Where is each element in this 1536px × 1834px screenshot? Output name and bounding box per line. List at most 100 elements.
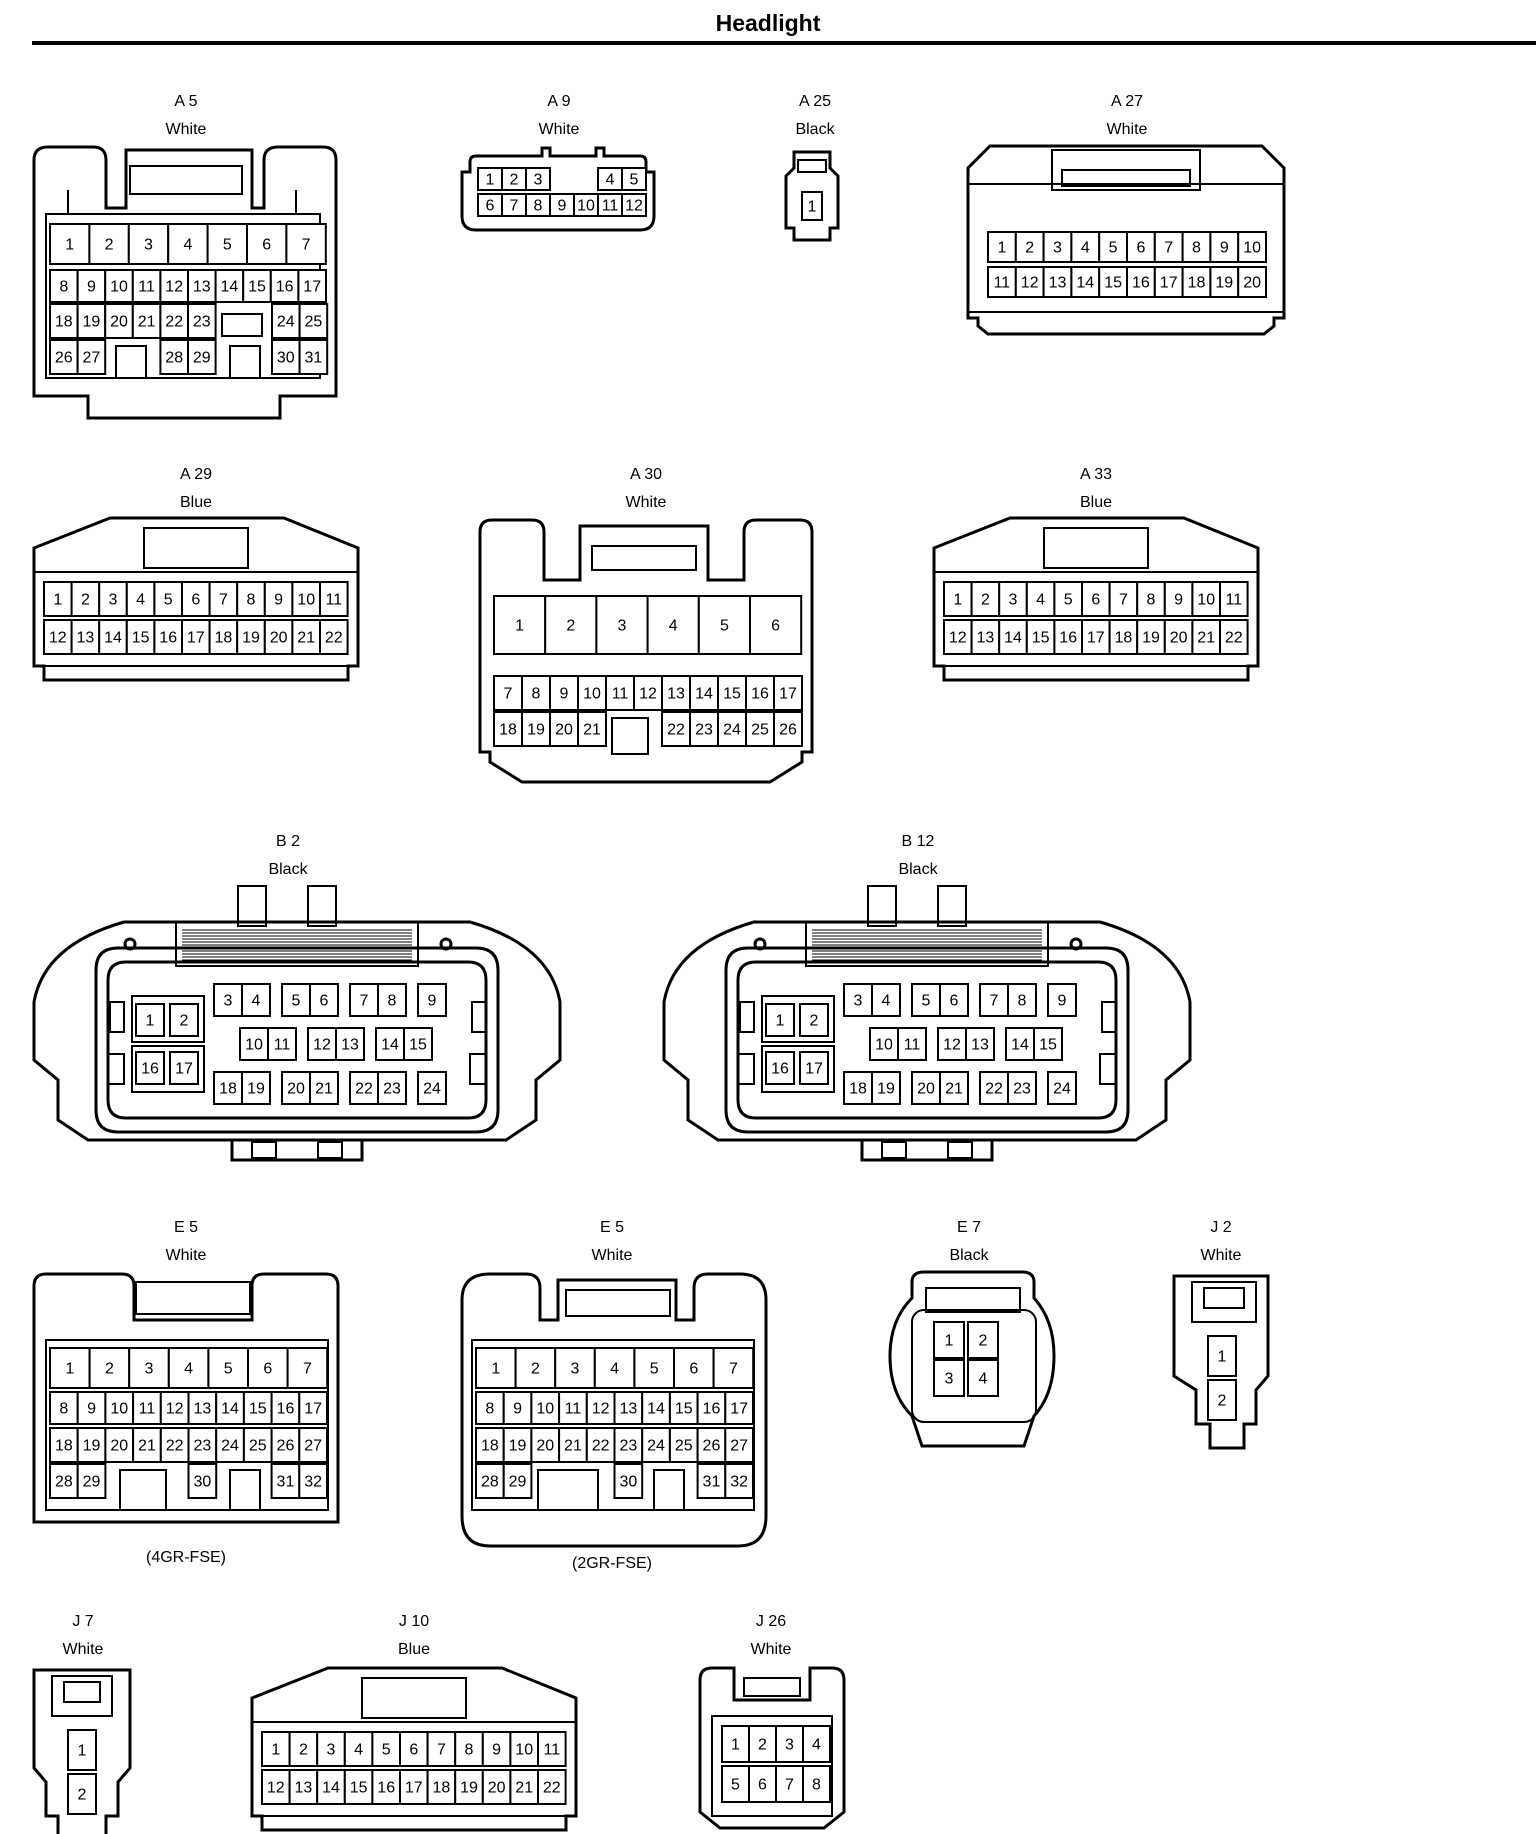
pin-number: 5: [382, 1742, 391, 1759]
pin-number: 4: [606, 172, 615, 189]
pin-number: 22: [166, 1438, 184, 1455]
pin-number: 5: [650, 1361, 659, 1378]
pin-number: 19: [247, 1081, 265, 1098]
pin-number: 32: [304, 1474, 322, 1491]
pin-number: 2: [566, 618, 575, 635]
pin-number: 11: [904, 1037, 921, 1054]
pin-cell: [558, 1391, 588, 1425]
pin-number: 23: [619, 1438, 637, 1455]
pin-number: 14: [104, 630, 122, 647]
pin-cell: [263, 581, 294, 617]
connector-color: White: [1106, 121, 1148, 138]
pin-number: 12: [592, 1401, 610, 1418]
pin-cell: [159, 1391, 190, 1425]
pin-cell: [309, 983, 339, 1017]
pin-number: 3: [571, 1361, 580, 1378]
pin-cell: [1042, 266, 1073, 298]
pin-number: 9: [1174, 592, 1183, 609]
pin-cell: [169, 1051, 199, 1085]
pin-number: 18: [499, 722, 517, 739]
pin-number: 18: [433, 1780, 451, 1797]
pin-number: 16: [377, 1780, 395, 1797]
pin-number: 30: [619, 1474, 637, 1491]
pin-number: 17: [805, 1061, 823, 1078]
connector-code: J 10: [398, 1613, 430, 1630]
pin-number: 11: [274, 1037, 291, 1054]
pin-number: 10: [536, 1401, 554, 1418]
pin-number: 3: [144, 237, 153, 254]
pin-number: 21: [515, 1780, 533, 1797]
pin-number: 22: [325, 630, 343, 647]
pin-number: 10: [577, 198, 595, 215]
pin-cell: [104, 269, 134, 303]
pin-cell: [1025, 619, 1056, 655]
pin-number: 9: [513, 1401, 522, 1418]
pin-cell: [76, 1463, 107, 1499]
pin-cell: [1005, 1027, 1035, 1061]
pin-cell: [49, 1463, 79, 1499]
pin-cell: [242, 1391, 273, 1425]
pin-cell: [267, 1027, 297, 1061]
pin-cell: [712, 1347, 755, 1389]
pin-number: 17: [303, 279, 321, 296]
pin-number: 7: [729, 1361, 738, 1378]
pin-number: 17: [730, 1401, 748, 1418]
j2-pins: 12: [1207, 1335, 1237, 1421]
pin-cell: [1047, 1071, 1077, 1105]
pin-cell: [343, 1769, 374, 1805]
pin-number: 3: [327, 1742, 336, 1759]
pin-number: 6: [486, 198, 495, 215]
pin-number: 1: [486, 172, 495, 189]
connector-code: E 7: [956, 1219, 981, 1236]
connector-code: A 9: [547, 93, 571, 110]
pin-cell: [998, 581, 1028, 617]
pin-cell: [897, 1027, 927, 1061]
pin-number: 1: [1218, 1349, 1227, 1366]
pin-cell: [1042, 231, 1073, 263]
pin-number: 10: [1197, 592, 1215, 609]
pin-number: 10: [110, 279, 128, 296]
pin-number: 24: [277, 314, 295, 331]
pin-number: 21: [583, 722, 601, 739]
pin-number: 1: [65, 237, 74, 254]
pin-cell: [1207, 1379, 1237, 1421]
key-slot: [611, 717, 649, 755]
pin-number: 9: [428, 993, 437, 1010]
pin-cell: [454, 1731, 484, 1767]
connector-color: Blue: [1079, 494, 1113, 511]
pin-cell: [288, 1731, 319, 1767]
pin-cell: [132, 1427, 162, 1463]
pin-number: 13: [193, 279, 211, 296]
pin-cell: [537, 1769, 567, 1805]
pin-cell: [316, 1769, 346, 1805]
pin-number: 4: [354, 1742, 363, 1759]
pin-number: 22: [1225, 630, 1243, 647]
pin-number: 4: [979, 1371, 988, 1388]
pin-number: 21: [945, 1081, 963, 1098]
connector-color: Blue: [179, 494, 213, 511]
key-slot: [229, 1469, 261, 1511]
page-title: Headlight: [715, 10, 821, 36]
pin-number: 13: [341, 1037, 359, 1054]
pin-cell: [399, 1731, 429, 1767]
pin-number: 6: [758, 1777, 767, 1794]
pin-cell: [696, 1463, 727, 1499]
pin-number: 6: [689, 1361, 698, 1378]
pin-cell: [291, 619, 321, 655]
pin-number: 7: [785, 1777, 794, 1794]
pin-number: 30: [193, 1474, 211, 1491]
pin-cell: [979, 983, 1009, 1017]
pin-cell: [49, 303, 79, 339]
pin-number: 4: [812, 1737, 821, 1754]
pin-cell: [207, 1347, 249, 1389]
pin-number: 27: [730, 1438, 748, 1455]
pin-cell: [76, 339, 107, 375]
